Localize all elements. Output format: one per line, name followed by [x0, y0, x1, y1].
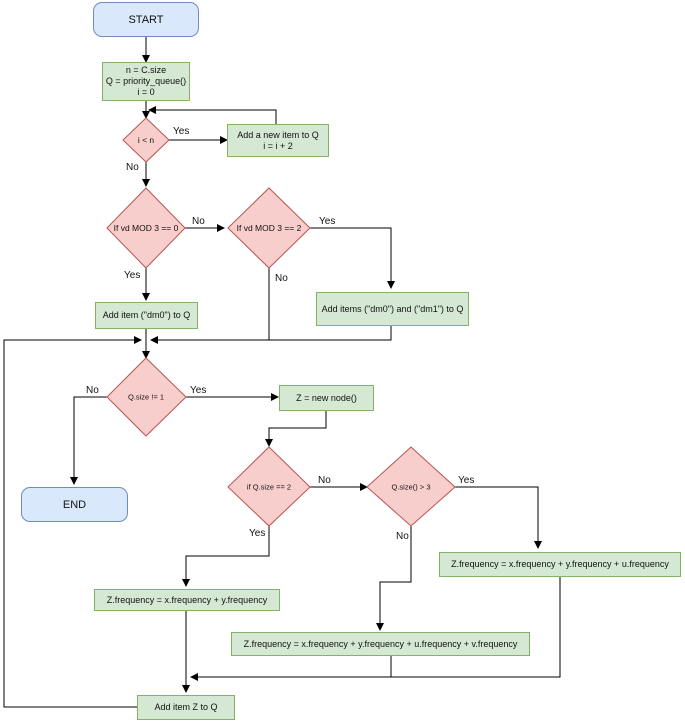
- freq2-node: Z.frequency = x.frequency + y.frequency: [94, 589, 280, 611]
- eq2-no-label: No: [318, 475, 331, 486]
- mod2-no-label: No: [275, 273, 288, 284]
- add-z-node: Add item Z to Q: [137, 695, 235, 720]
- edge-eq2-yes: [182, 526, 270, 587]
- size-eq2-label: if Q.size == 2: [246, 482, 292, 492]
- init-line-1: n = C.size: [125, 65, 167, 75]
- decision-mod2-diamond: [227, 187, 311, 269]
- edge-loop-back: [148, 106, 277, 124]
- decision-loop-diamond: [122, 117, 170, 163]
- edge-ge3-yes: [455, 486, 542, 549]
- new-node-node: Z = new node(): [279, 385, 374, 411]
- edge-dm01-merge: [150, 325, 392, 344]
- mod0-yes-label: Yes: [124, 270, 141, 281]
- loop-yes-label: Yes: [173, 126, 190, 137]
- end-node: END: [21, 487, 128, 522]
- mod2-label: If vd MOD 3 == 2: [236, 223, 302, 233]
- mod2-yes-label: Yes: [319, 216, 336, 227]
- decision-size-diamond: [106, 357, 187, 437]
- edge-freq3-merge: [190, 576, 561, 681]
- add-item-line-2: i = i + 2: [263, 140, 293, 151]
- ge3-no-label: No: [396, 531, 409, 542]
- edge-newnode-eq2: [265, 410, 327, 447]
- freq4-node: Z.frequency = x.frequency + y.frequency …: [231, 632, 530, 656]
- loop-cond-label: i < n: [137, 135, 155, 145]
- size-ge3-label: Q.size() > 3: [391, 482, 431, 492]
- start-node: START: [93, 2, 199, 37]
- edge-size-no: [70, 396, 107, 485]
- mod0-label: If vd MOD 3 == 0: [113, 223, 179, 233]
- edge-mod2-yes: [310, 227, 395, 289]
- add-item-node: Add a new item to Q i = i + 2: [227, 124, 329, 157]
- edge-ge3-no: [376, 526, 412, 631]
- init-node: n = C.size Q = priority_queue() i = 0: [102, 62, 190, 101]
- size-ne1-label: Q.size != 1: [127, 392, 165, 402]
- eq2-yes-label: Yes: [249, 528, 266, 539]
- freq3-node: Z.frequency = x.frequency + y.frequency …: [439, 552, 681, 577]
- edge-addz-back: [3, 336, 142, 708]
- add-dm0-dm1-node: Add items ("dm0") and ("dm1") to Q: [316, 292, 469, 326]
- decision-mod0-diamond: [106, 187, 186, 269]
- decision-ge3-diamond: [366, 446, 456, 527]
- size-yes-label: Yes: [190, 385, 207, 396]
- init-line-2: Q = priority_queue(): [105, 76, 187, 86]
- init-line-3: i = 0: [137, 87, 155, 97]
- mod0-no-label: No: [192, 216, 205, 227]
- add-dm0-node: Add item ("dm0") to Q: [95, 302, 198, 329]
- decision-eq2-diamond: [227, 446, 311, 527]
- add-item-line-1: Add a new item to Q: [237, 129, 319, 140]
- loop-no-label: No: [126, 162, 139, 173]
- ge3-yes-label: Yes: [458, 475, 475, 486]
- size-no-label: No: [86, 385, 99, 396]
